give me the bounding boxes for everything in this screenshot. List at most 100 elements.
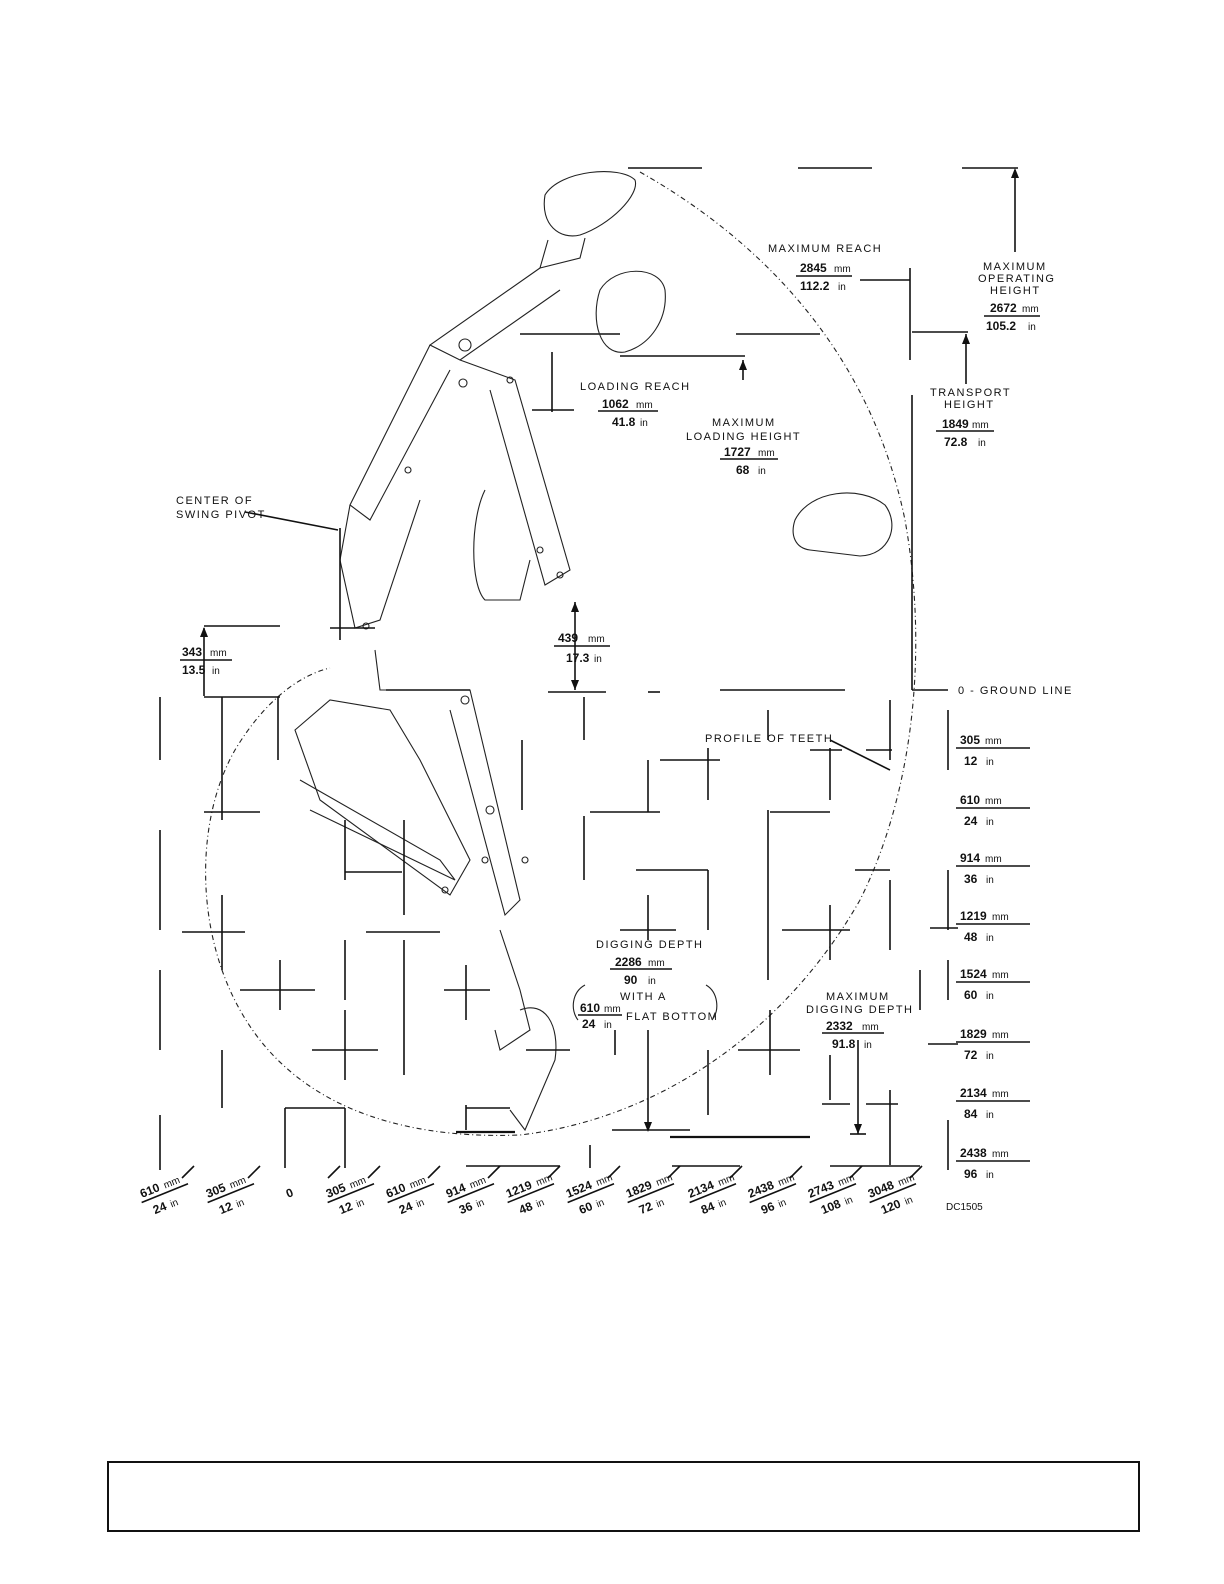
svg-text:610: 610 xyxy=(384,1180,408,1201)
svg-text:914: 914 xyxy=(960,851,980,865)
svg-text:610: 610 xyxy=(580,1001,600,1015)
svg-text:in: in xyxy=(978,438,986,449)
svg-text:mm: mm xyxy=(604,1004,621,1015)
svg-text:in: in xyxy=(717,1197,728,1210)
max-operating-height-label: MAXIMUM OPERATING HEIGHT 2672 mm 105.2 i… xyxy=(978,261,1055,333)
svg-text:mm: mm xyxy=(210,648,227,659)
svg-text:in: in xyxy=(212,666,220,677)
svg-text:in: in xyxy=(640,418,648,429)
svg-text:48: 48 xyxy=(517,1199,535,1217)
figure-id: DC1505 xyxy=(946,1202,983,1213)
svg-text:in: in xyxy=(595,1197,606,1210)
svg-text:OPERATING: OPERATING xyxy=(978,273,1055,285)
svg-text:60: 60 xyxy=(964,988,978,1002)
svg-text:1727: 1727 xyxy=(724,445,751,459)
svg-text:12: 12 xyxy=(337,1199,355,1217)
svg-text:24: 24 xyxy=(397,1199,415,1217)
svg-text:96: 96 xyxy=(964,1167,978,1181)
svg-text:mm: mm xyxy=(588,634,605,645)
svg-text:13.5: 13.5 xyxy=(182,663,206,677)
svg-text:24: 24 xyxy=(964,814,978,828)
svg-text:84: 84 xyxy=(964,1107,978,1121)
svg-text:305: 305 xyxy=(960,733,980,747)
svg-text:in: in xyxy=(864,1040,872,1051)
svg-text:in: in xyxy=(475,1197,486,1210)
ground-line-label: 0 - GROUND LINE xyxy=(958,685,1073,697)
svg-text:in: in xyxy=(535,1197,546,1210)
svg-text:112.2: 112.2 xyxy=(800,279,830,293)
svg-text:91.8: 91.8 xyxy=(832,1037,856,1051)
svg-text:mm: mm xyxy=(992,912,1009,923)
svg-text:36: 36 xyxy=(964,872,978,886)
svg-text:2332: 2332 xyxy=(826,1019,853,1033)
svg-text:2286: 2286 xyxy=(615,955,642,969)
svg-text:72: 72 xyxy=(964,1048,978,1062)
svg-text:mm: mm xyxy=(468,1175,488,1191)
svg-text:610: 610 xyxy=(138,1180,162,1201)
svg-text:1062: 1062 xyxy=(602,397,629,411)
svg-text:SWING PIVOT: SWING PIVOT xyxy=(176,509,266,521)
svg-text:mm: mm xyxy=(972,420,989,431)
svg-text:2134: 2134 xyxy=(960,1086,987,1100)
svg-text:439: 439 xyxy=(558,631,578,645)
svg-text:mm: mm xyxy=(985,736,1002,747)
profile-of-teeth-label: PROFILE OF TEETH xyxy=(705,733,833,745)
svg-text:mm: mm xyxy=(992,1030,1009,1041)
svg-text:DIGGING DEPTH: DIGGING DEPTH xyxy=(806,1004,914,1016)
grid-marks xyxy=(159,689,958,1170)
svg-text:24: 24 xyxy=(582,1017,596,1031)
svg-text:mm: mm xyxy=(636,400,653,411)
depth-scale-item: 1829 mm 72 in xyxy=(956,1027,1030,1062)
swing-pivot-label: CENTER OF SWING PIVOT xyxy=(176,495,266,521)
svg-text:72: 72 xyxy=(637,1199,655,1217)
svg-text:mm: mm xyxy=(228,1175,248,1191)
svg-text:mm: mm xyxy=(348,1175,368,1191)
svg-text:in: in xyxy=(843,1195,854,1208)
svg-text:120: 120 xyxy=(879,1196,903,1217)
svg-text:MAXIMUM: MAXIMUM xyxy=(983,261,1047,273)
svg-text:mm: mm xyxy=(834,264,851,275)
svg-text:DIGGING DEPTH: DIGGING DEPTH xyxy=(596,939,704,951)
svg-text:LOADING HEIGHT: LOADING HEIGHT xyxy=(686,431,801,443)
svg-text:mm: mm xyxy=(985,796,1002,807)
svg-text:1219: 1219 xyxy=(960,909,987,923)
loading-reach-label: LOADING REACH 1062 mm 41.8 in xyxy=(580,381,691,429)
svg-text:1829: 1829 xyxy=(960,1027,987,1041)
backhoe-arm-digging xyxy=(294,649,557,1132)
svg-text:in: in xyxy=(235,1197,246,1210)
svg-text:HEIGHT: HEIGHT xyxy=(944,399,995,411)
svg-text:mm: mm xyxy=(985,854,1002,865)
svg-text:72.8: 72.8 xyxy=(944,435,968,449)
svg-text:in: in xyxy=(986,817,994,828)
svg-text:LOADING REACH: LOADING REACH xyxy=(580,381,691,393)
depth-scale-item: 610 mm 24 in xyxy=(956,793,1030,828)
svg-text:24: 24 xyxy=(151,1199,169,1217)
svg-text:105.2: 105.2 xyxy=(986,319,1016,333)
svg-text:in: in xyxy=(986,757,994,768)
svg-text:2438: 2438 xyxy=(960,1146,987,1160)
svg-text:610: 610 xyxy=(960,793,980,807)
max-reach-label: MAXIMUM REACH 2845 mm 112.2 in xyxy=(768,243,881,293)
svg-text:in: in xyxy=(169,1197,180,1210)
svg-text:68: 68 xyxy=(736,463,750,477)
svg-text:in: in xyxy=(986,933,994,944)
svg-text:TRANSPORT: TRANSPORT xyxy=(930,387,1011,399)
svg-text:in: in xyxy=(655,1197,666,1210)
svg-text:17.3: 17.3 xyxy=(566,651,590,665)
pivot-height-label: 343 mm 13.5 in xyxy=(180,645,232,677)
svg-text:in: in xyxy=(838,282,846,293)
svg-text:96: 96 xyxy=(759,1199,777,1217)
svg-text:WITH A: WITH A xyxy=(620,991,667,1003)
pivot-dims xyxy=(200,511,948,771)
svg-text:in: in xyxy=(986,1051,994,1062)
svg-text:343: 343 xyxy=(182,645,202,659)
